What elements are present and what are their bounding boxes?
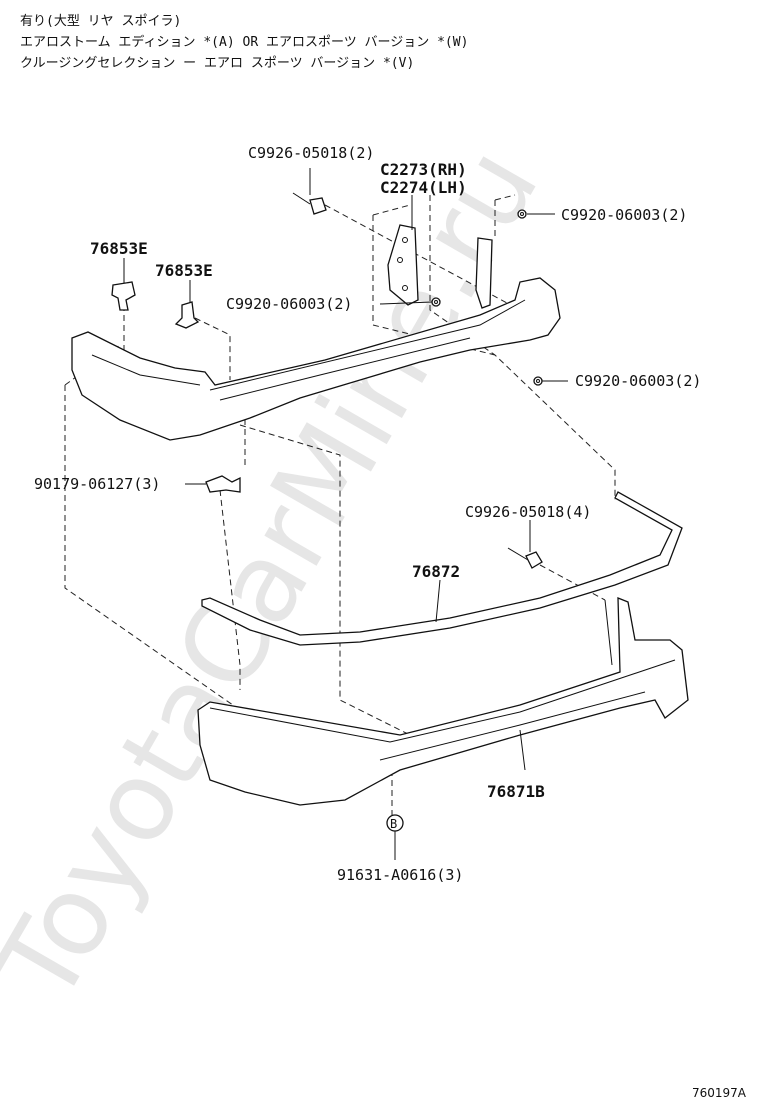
upper-rear-spoiler	[71, 277, 561, 441]
upper-spoiler-edge	[209, 299, 526, 391]
bracket-hole-bottom	[402, 285, 408, 291]
guide-top-right	[494, 194, 516, 240]
header-line-3: クルージングセレクション ー エアロ スポーツ バージョン *(V)	[20, 56, 415, 71]
leader-lower-spoiler	[519, 729, 526, 771]
side-bracket	[387, 224, 419, 306]
leader-molding	[435, 579, 441, 623]
label-bracket-rh: C2273(RH)	[380, 160, 467, 179]
nut-right-icon	[533, 376, 543, 386]
lower-spoiler-bracket-edge	[604, 599, 613, 666]
bracket-hole-top	[402, 237, 408, 243]
screw-lower-shank	[507, 547, 529, 561]
leader-nut-mid	[379, 301, 433, 305]
right-upper-bracket	[475, 237, 493, 309]
clip-left-icon	[205, 475, 241, 493]
retainer-left-b-icon	[174, 301, 200, 329]
screw-top-shank	[292, 192, 311, 205]
label-screw-top: C9926-05018(2)	[248, 144, 374, 162]
bracket-hole-mid	[397, 257, 403, 263]
screw-lower-head	[525, 551, 543, 569]
label-nut-mid: C9920-06003(2)	[226, 295, 352, 313]
retainer-left-a-icon	[111, 281, 136, 311]
upper-spoiler-lower-edge	[219, 337, 471, 401]
label-clip: 90179-06127(3)	[34, 475, 160, 493]
label-nut-right: C9920-06003(2)	[575, 372, 701, 390]
label-molding: 76872	[412, 562, 460, 581]
label-bracket-lh: C2274(LH)	[380, 178, 467, 197]
label-retainer-a: 76853E	[90, 239, 148, 258]
marker-b-label: B	[390, 817, 397, 831]
lower-rear-spoiler	[197, 597, 689, 806]
guide-screw-lower	[539, 564, 606, 601]
label-lower-spoiler: 76871B	[487, 782, 545, 801]
header-line-2: エアロストーム エディション *(A) OR エアロスポーツ バージョン *(W…	[20, 35, 469, 50]
header-line-1: 有り(大型 リヤ スポイラ)	[20, 14, 182, 29]
figure-code: 760197A	[691, 1086, 746, 1100]
screw-top-head	[309, 197, 327, 215]
nut-top-right-icon	[517, 209, 527, 219]
label-nut-top-right: C9920-06003(2)	[561, 206, 687, 224]
lower-spoiler-top-edge	[209, 659, 676, 743]
upper-spoiler-left-edge	[91, 354, 201, 386]
label-bottom-fastener: 91631-A0616(3)	[337, 866, 463, 884]
lower-spoiler-mid-edge	[379, 691, 646, 761]
guide-retainer-b	[194, 317, 231, 380]
label-retainer-b: 76853E	[155, 261, 213, 280]
guide-clip	[219, 489, 241, 690]
nut-mid-icon	[431, 297, 441, 307]
molding-strip	[201, 491, 683, 646]
label-screw-lower: C9926-05018(4)	[465, 503, 591, 521]
